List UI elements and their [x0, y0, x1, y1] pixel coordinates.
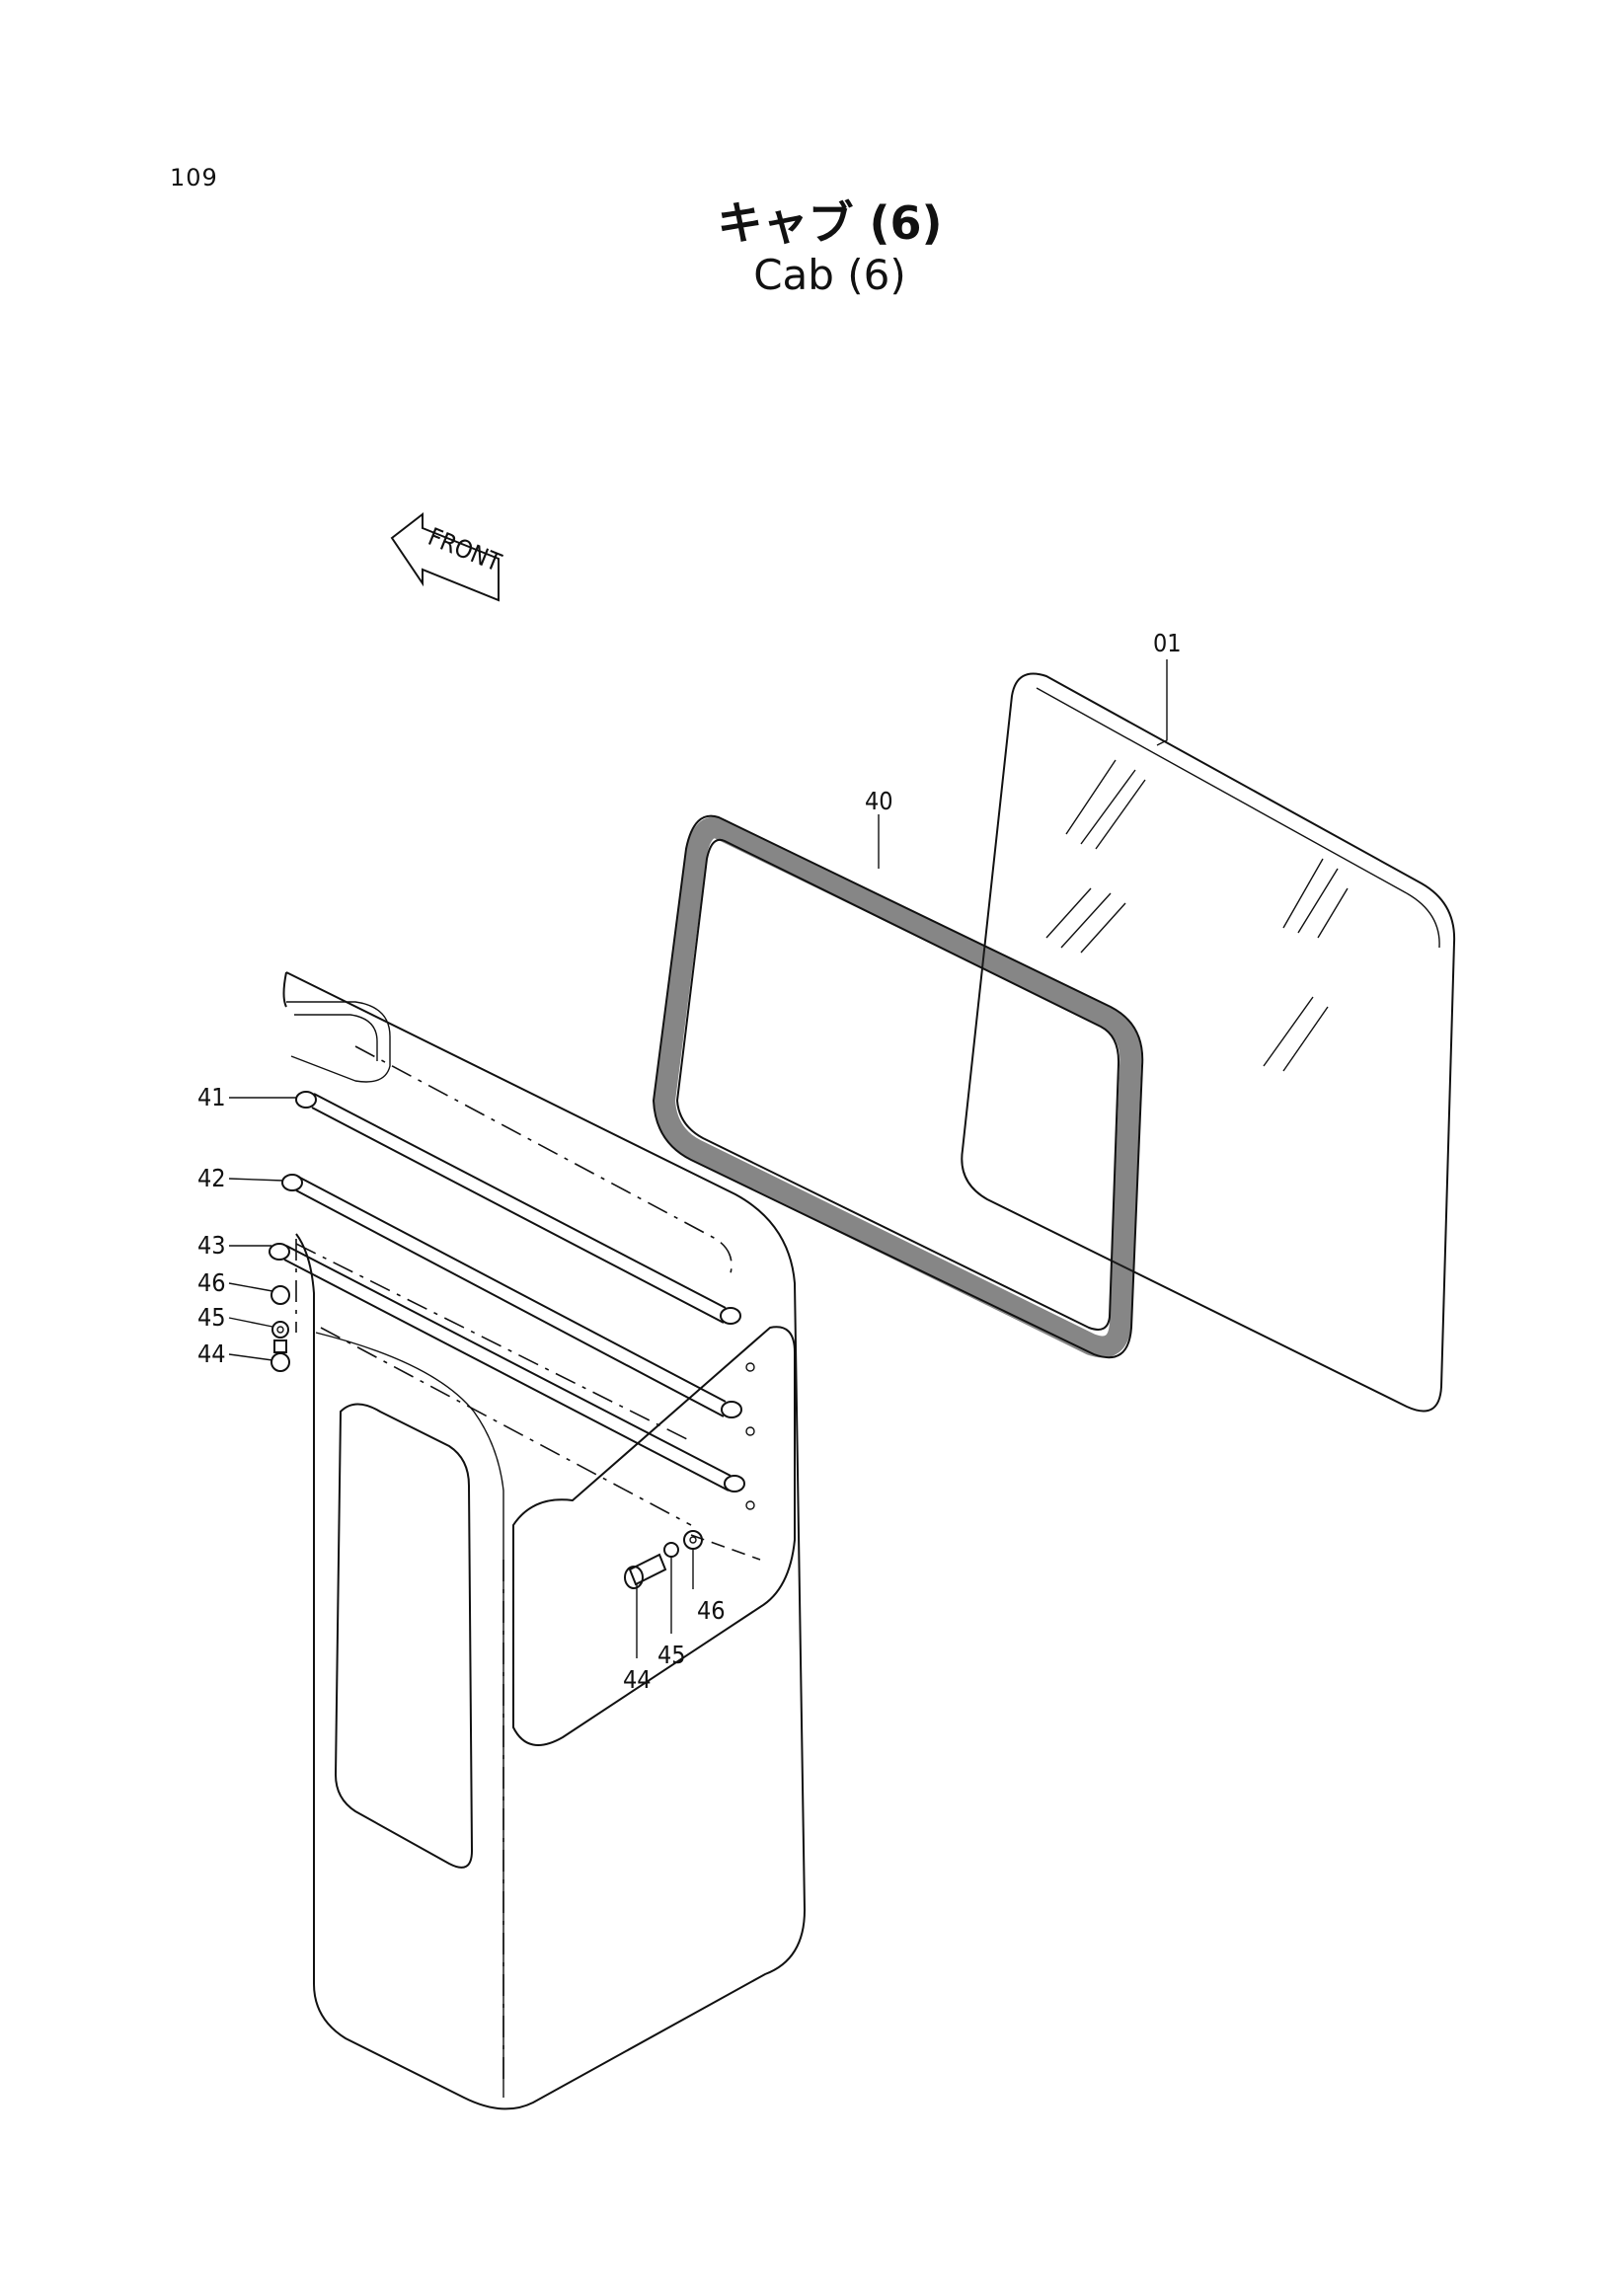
glass-reflection-marks [1045, 759, 1349, 1072]
callout-44-right: 44 [623, 1665, 652, 1694]
page-number: 109 [170, 164, 218, 191]
cab-body [282, 971, 807, 2110]
leader-lines [228, 659, 1168, 1658]
window-seal [652, 814, 1144, 1359]
callout-46-right: 46 [697, 1596, 726, 1625]
callout-45-right: 45 [657, 1641, 686, 1669]
callout-45-left: 45 [197, 1303, 226, 1332]
callout-labels: 01 40 41 42 43 46 45 44 44 45 46 [197, 629, 1182, 1694]
callout-01: 01 [1153, 629, 1182, 657]
callout-46-left: 46 [197, 1268, 226, 1297]
callout-44-left: 44 [197, 1339, 226, 1368]
page-title-en: Cab (6) [753, 251, 906, 299]
callout-43: 43 [197, 1231, 226, 1260]
glass-pane [961, 672, 1456, 1413]
callout-40: 40 [865, 787, 893, 815]
fasteners-left [270, 1285, 290, 1372]
front-arrow-icon: FRONT [390, 511, 505, 602]
front-label: FRONT [424, 522, 505, 577]
callout-41: 41 [197, 1083, 226, 1111]
page-title-jp: キャブ (6) [717, 196, 943, 250]
fasteners-right [624, 1530, 703, 1589]
callout-42: 42 [197, 1164, 226, 1192]
mounting-bars [269, 1091, 755, 1510]
